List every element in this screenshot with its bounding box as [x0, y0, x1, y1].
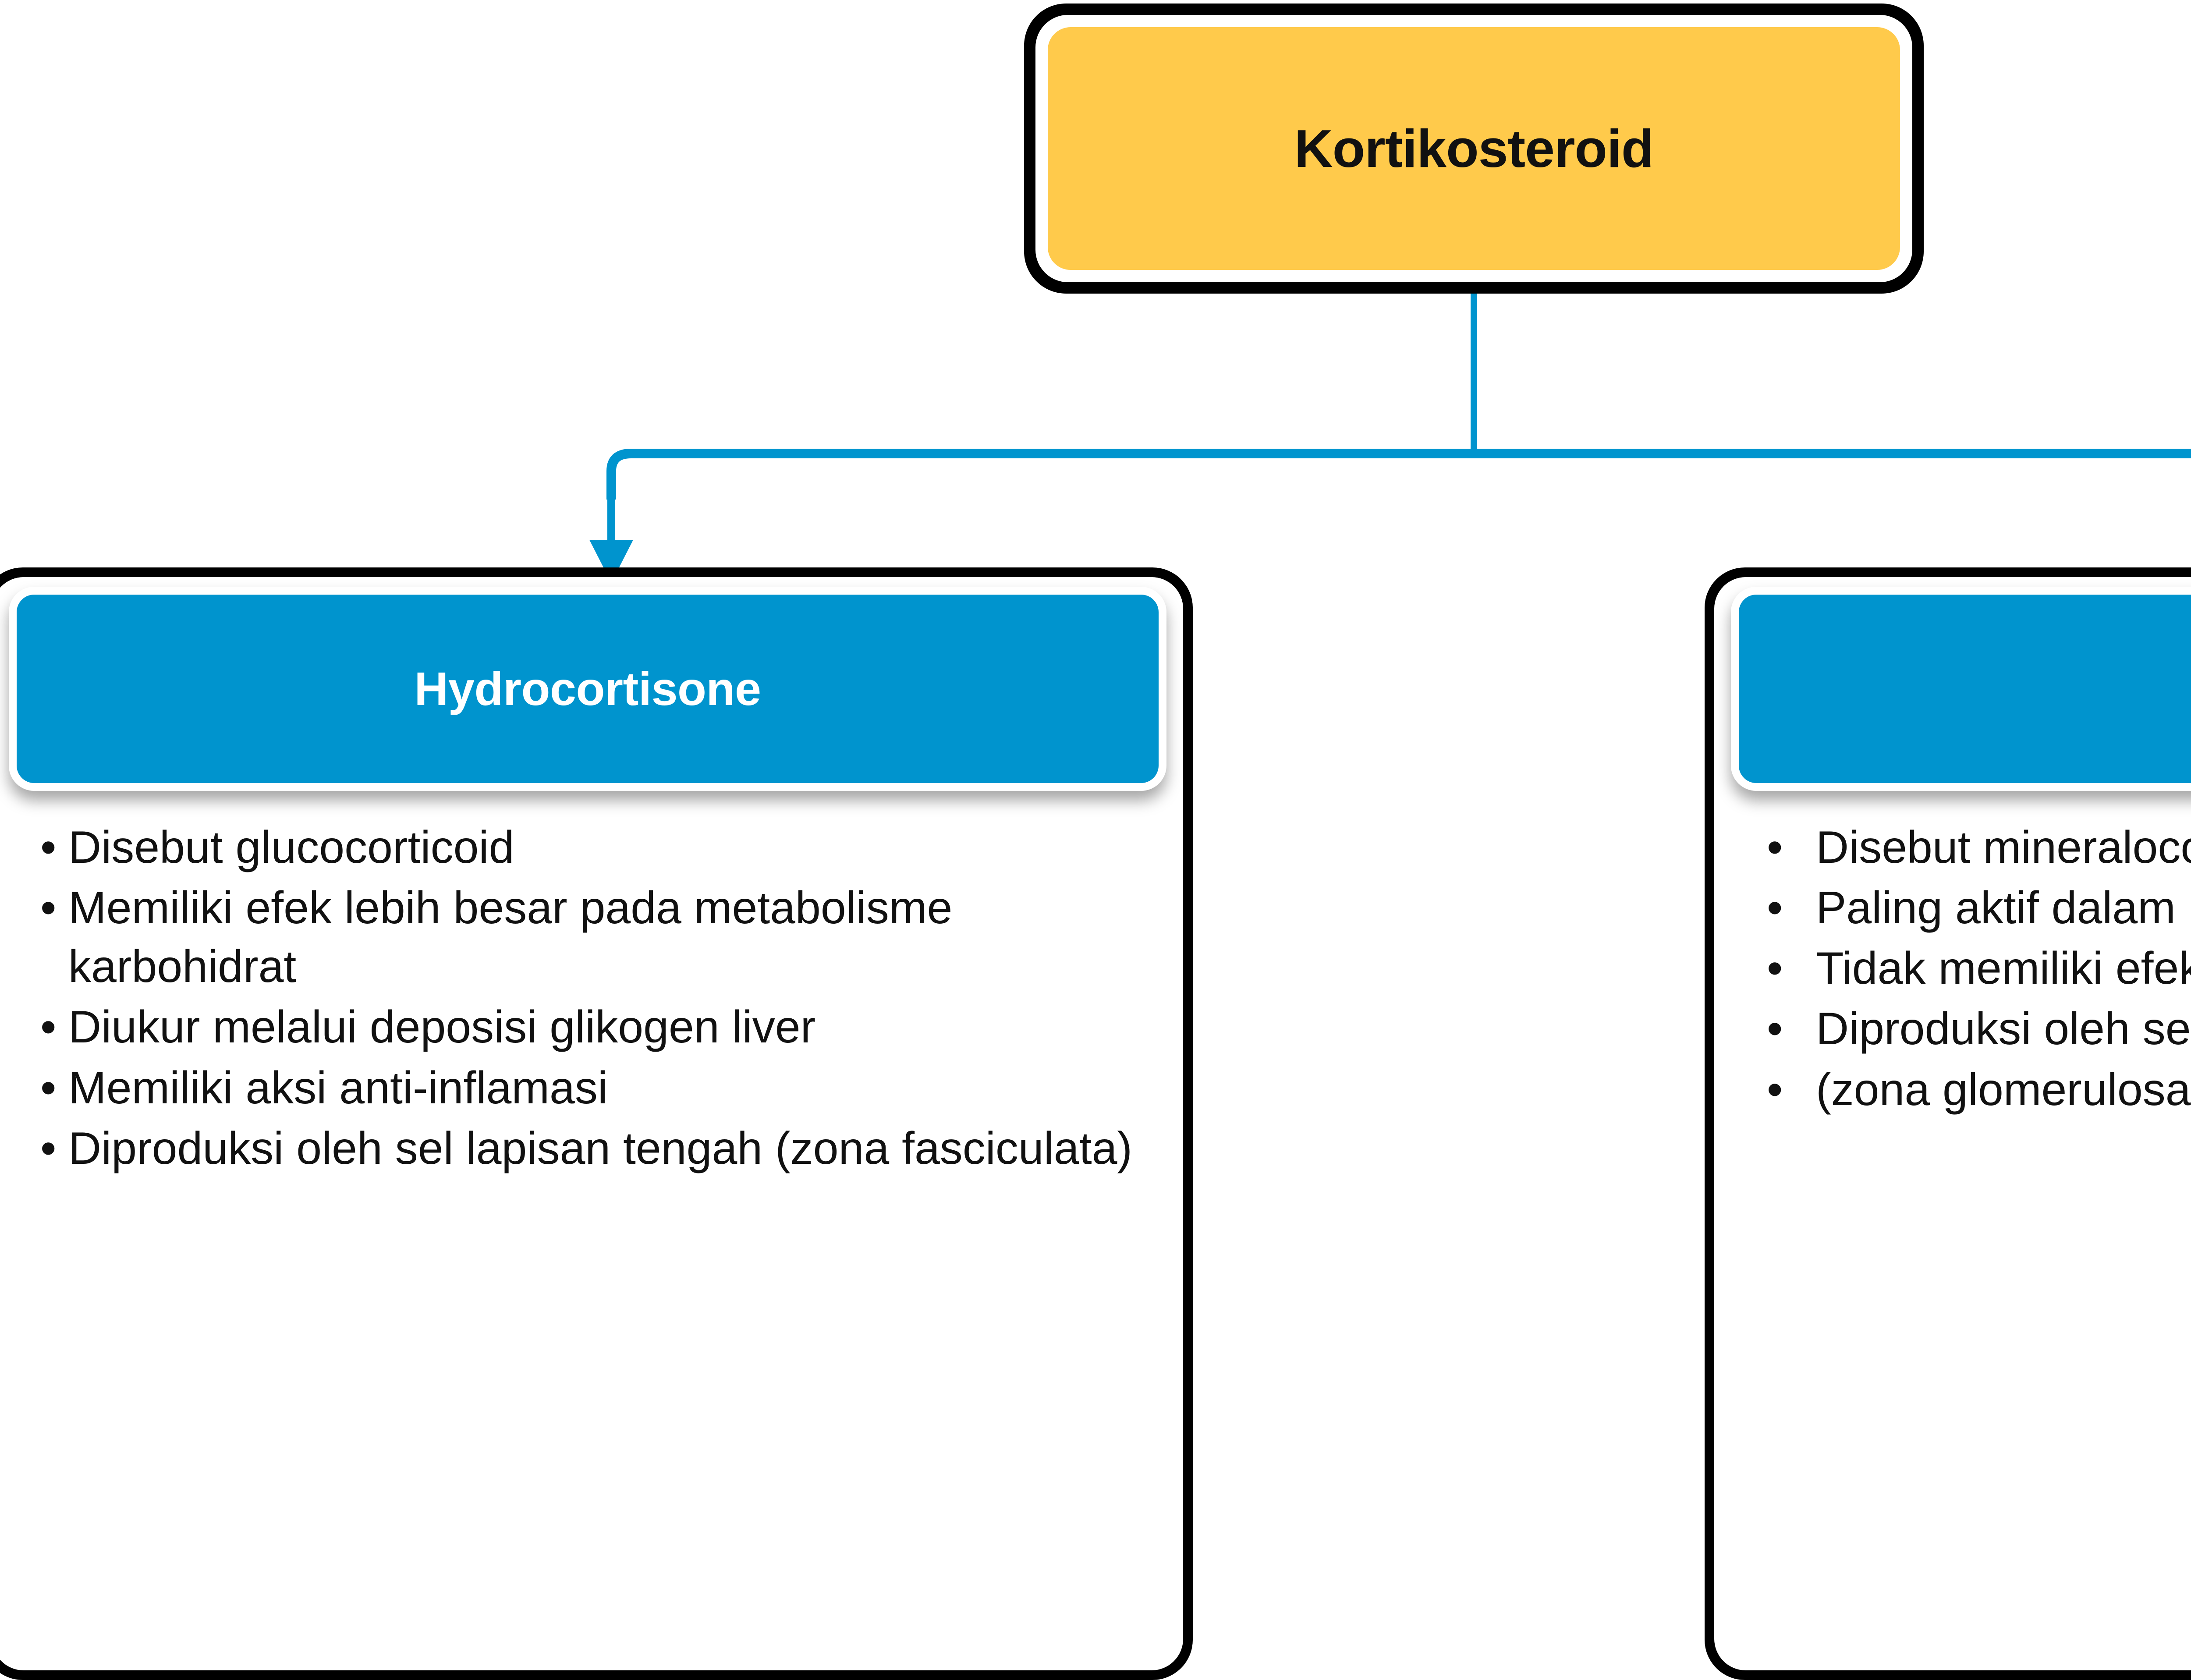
list-item: Paling aktif dalam meningkatkan retensi … [1767, 879, 2191, 937]
list-item: Tidak memiliki efek antiinflamasi [1767, 939, 2191, 998]
branch-header-hydrocortisone[interactable]: Hydrocortisone [9, 587, 1166, 791]
branch-card-inner-left: Hydrocortisone Disebut glucocorticoid Me… [0, 577, 1183, 1670]
branch-body-hydrocortisone: Disebut glucocorticoid Memiliki efek leb… [0, 814, 1183, 1670]
list-item: Diukur melalui deposisi glikogen liver [40, 998, 1148, 1056]
list-item: Disebut glucocorticoid [40, 818, 1148, 877]
list-item: Disebut mineralocorticoid [1767, 818, 2191, 877]
branch-header-label-hydrocortisone: Hydrocortisone [414, 662, 761, 715]
list-item: Diproduksi oleh sel lapisan luar [1767, 999, 2191, 1058]
root-node-fill: Kortikosteroid [1048, 27, 1900, 270]
bullet-list-aldosterone: Disebut mineralocorticoid Paling aktif d… [1767, 818, 2191, 1119]
root-node-label: Kortikosteroid [1294, 119, 1654, 178]
list-item: Diproduksi oleh sel lapisan tengah (zona… [40, 1119, 1148, 1178]
branch-card-hydrocortisone[interactable]: Hydrocortisone Disebut glucocorticoid Me… [0, 567, 1193, 1680]
branch-header-aldosterone[interactable]: Aldosterone [1731, 587, 2191, 791]
branch-card-aldosterone[interactable]: Aldosterone Disebut mineralocorticoid Pa… [1705, 567, 2191, 1680]
root-node-white-ring: Kortikosteroid [1035, 15, 1912, 282]
branch-body-aldosterone: Disebut mineralocorticoid Paling aktif d… [1714, 814, 2191, 1670]
bullet-list-hydrocortisone: Disebut glucocorticoid Memiliki efek leb… [40, 818, 1148, 1178]
branch-card-inner-right: Aldosterone Disebut mineralocorticoid Pa… [1714, 577, 2191, 1670]
list-item: (zona glomerulosa) [1767, 1060, 2191, 1119]
list-item: Memiliki efek lebih besar pada metabolis… [40, 879, 1148, 996]
list-item: Memiliki aksi anti-inflamasi [40, 1059, 1148, 1117]
root-node-kortikosteroid[interactable]: Kortikosteroid [1024, 4, 1924, 294]
connector-bracket [606, 449, 2191, 500]
